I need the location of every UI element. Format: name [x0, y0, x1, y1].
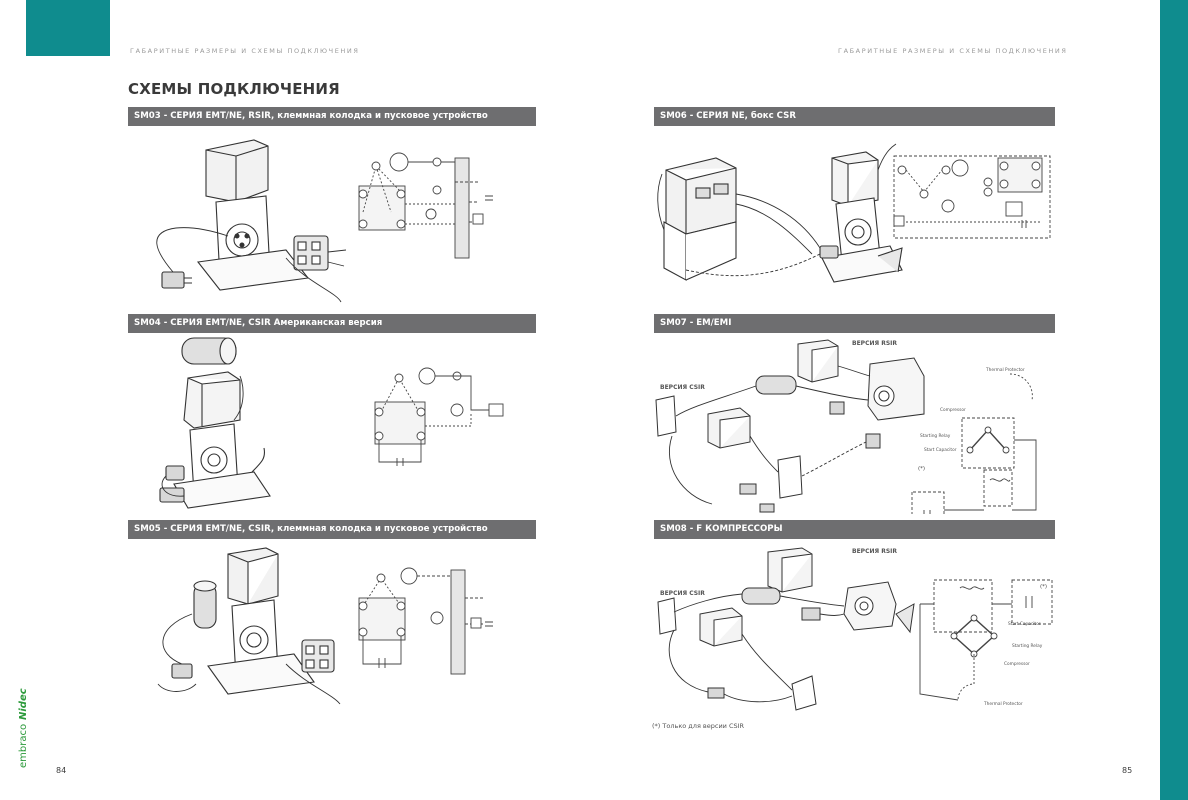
sm08-starting-relay-label: Starting Relay — [1012, 644, 1043, 649]
sm04-illustration — [159, 337, 504, 509]
page-title: СХЕМЫ ПОДКЛЮЧЕНИЯ — [128, 80, 340, 98]
sm07-start-capacitor-label: Start Capacitor — [924, 448, 957, 453]
sm08-asterisk-label: (*) — [1040, 584, 1048, 590]
sm07-compressor-label: Compressor — [940, 408, 966, 413]
sm08-thermal-protector-label: Thermal Protector — [984, 702, 1023, 707]
teal-corner-tab — [26, 0, 110, 56]
right-running-header: ГАБАРИТНЫЕ РАЗМЕРЫ И СХЕМЫ ПОДКЛЮЧЕНИЯ — [838, 47, 1068, 55]
page-number-left: 84 — [56, 766, 67, 775]
sm07-starting-relay-label: Starting Relay — [920, 434, 951, 439]
sm07-rsir-label: ВЕРСИЯ RSIR — [852, 340, 897, 347]
section-bar-sm06: SM06 - СЕРИЯ NE, бокс CSR — [654, 107, 1055, 126]
sm07-illustration — [655, 339, 1037, 514]
page-number-right: 85 — [1122, 766, 1133, 775]
teal-side-bar — [1160, 0, 1188, 800]
sm08-illustration — [657, 547, 1053, 711]
section-bar-sm05: SM05 - СЕРИЯ EMT/NE, CSIR, клеммная коло… — [128, 520, 536, 539]
sm05-illustration — [157, 547, 493, 705]
section-bar-sm04: SM04 - СЕРИЯ EMT/NE, CSIR Американская в… — [128, 314, 536, 333]
sm07-csir-label: ВЕРСИЯ CSIR — [660, 384, 705, 391]
sm03-illustration — [156, 139, 493, 303]
brand-nidec-text: Nidec — [18, 688, 29, 720]
sm07-asterisk-label: (*) — [918, 466, 926, 472]
brand-embraco-text: embraco — [18, 724, 29, 768]
section-bar-sm08: SM08 - F КОМПРЕССОРЫ — [654, 520, 1055, 539]
sm07-thermal-protector-label: Thermal Protector — [986, 368, 1025, 373]
section-bar-sm07: SM07 - EM/EMI — [654, 314, 1055, 333]
sm06-illustration — [657, 143, 1051, 283]
sm08-start-capacitor-label: Start Capacitor — [1008, 622, 1041, 627]
sm08-rsir-label: ВЕРСИЯ RSIR — [852, 548, 897, 555]
section-bar-sm03: SM03 - СЕРИЯ EMT/NE, RSIR, клеммная коло… — [128, 107, 536, 126]
footnote: (*) Только для версии CSIR — [652, 722, 745, 730]
left-running-header: ГАБАРИТНЫЕ РАЗМЕРЫ И СХЕМЫ ПОДКЛЮЧЕНИЯ — [130, 47, 360, 55]
sm08-csir-label: ВЕРСИЯ CSIR — [660, 590, 705, 597]
embraco-nidec-logo: embraco Nidec — [18, 688, 29, 768]
sm08-compressor-label: Compressor — [1004, 662, 1030, 667]
